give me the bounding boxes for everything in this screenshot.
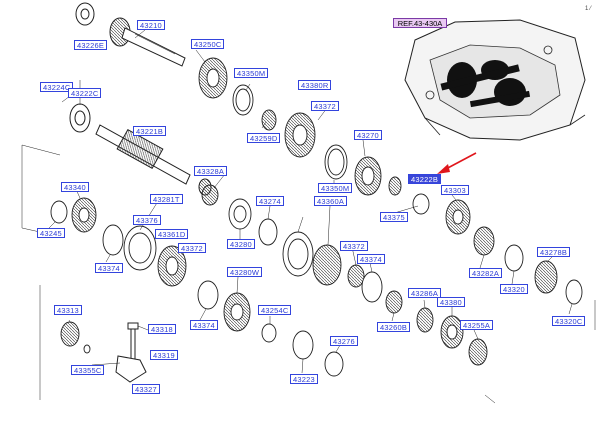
part-label-43255A[interactable]: 43255A	[460, 320, 494, 330]
part-label-43375[interactable]: 43375	[380, 212, 408, 222]
part-label-43259D[interactable]: 43259D	[247, 133, 281, 143]
part-label-43374-a[interactable]: 43374	[95, 263, 123, 273]
part-label-43318[interactable]: 43318	[148, 324, 176, 334]
gears	[50, 57, 583, 377]
part-label-43245[interactable]: 43245	[37, 228, 65, 238]
part-label-43320C[interactable]: 43320C	[552, 316, 586, 326]
part-label-43327[interactable]: 43327	[132, 384, 160, 394]
part-label-43380R[interactable]: 43380R	[298, 80, 332, 90]
part-label-43328A[interactable]: 43328A	[194, 166, 228, 176]
output-shaft	[69, 103, 212, 196]
part-label-43355C[interactable]: 43355C	[71, 365, 105, 375]
part-label-43286A[interactable]: 43286A	[408, 288, 442, 298]
part-label-43374-b[interactable]: 43374	[190, 320, 218, 330]
part-label-43210[interactable]: 43210	[137, 20, 165, 30]
part-label-43254C[interactable]: 43254C	[258, 305, 292, 315]
part-label-43221B[interactable]: 43221B	[133, 126, 167, 136]
part-label-43260B[interactable]: 43260B	[377, 322, 411, 332]
part-label-43282A[interactable]: 43282A	[469, 268, 503, 278]
part-label-43372-b[interactable]: 43372	[178, 243, 206, 253]
part-label-43350M-b[interactable]: 43350M	[318, 183, 353, 193]
part-label-43340[interactable]: 43340	[61, 182, 89, 192]
part-label-43361D[interactable]: 43361D	[155, 229, 189, 239]
part-label-43380[interactable]: 43380	[437, 297, 465, 307]
part-label-43281T[interactable]: 43281T	[150, 194, 183, 204]
part-label-43313[interactable]: 43313	[54, 305, 82, 315]
part-label-43223[interactable]: 43223	[290, 374, 318, 384]
transmission-case-illustration	[404, 19, 586, 141]
part-label-43278B[interactable]: 43278B	[537, 247, 571, 257]
part-label-43276[interactable]: 43276	[330, 336, 358, 346]
part-label-43374-c[interactable]: 43374	[357, 254, 385, 264]
part-label-43250C[interactable]: 43250C	[191, 39, 225, 49]
part-label-43222C[interactable]: 43222C	[68, 88, 102, 98]
part-label-43280W-a[interactable]: 43280W	[227, 267, 263, 277]
part-label-43303[interactable]: 43303	[441, 185, 469, 195]
part-label-43376[interactable]: 43376	[133, 215, 161, 225]
part-label-43319[interactable]: 43319	[150, 350, 178, 360]
part-label-43222B-selected[interactable]: 43222B	[408, 174, 442, 184]
part-label-43224C[interactable]: 43224C	[40, 82, 74, 92]
part-label-43350M[interactable]: 43350M	[234, 68, 269, 78]
part-label-43280[interactable]: 43280	[227, 239, 255, 249]
input-shaft-upper	[75, 2, 186, 67]
bolt-and-fork	[115, 322, 147, 383]
part-label-43270[interactable]: 43270	[354, 130, 382, 140]
selection-arrow	[437, 152, 477, 174]
part-label-43320[interactable]: 43320	[500, 284, 528, 294]
part-label-43274[interactable]: 43274	[256, 196, 284, 206]
reference-label[interactable]: REF.43-430A	[393, 18, 447, 28]
part-label-43360A[interactable]: 43360A	[314, 196, 348, 206]
part-label-43372-c[interactable]: 43372	[340, 241, 368, 251]
corner-mark: 1 ⁄	[585, 6, 592, 12]
part-label-43226E[interactable]: 43226E	[74, 40, 108, 50]
part-label-43372-a[interactable]: 43372	[311, 101, 339, 111]
